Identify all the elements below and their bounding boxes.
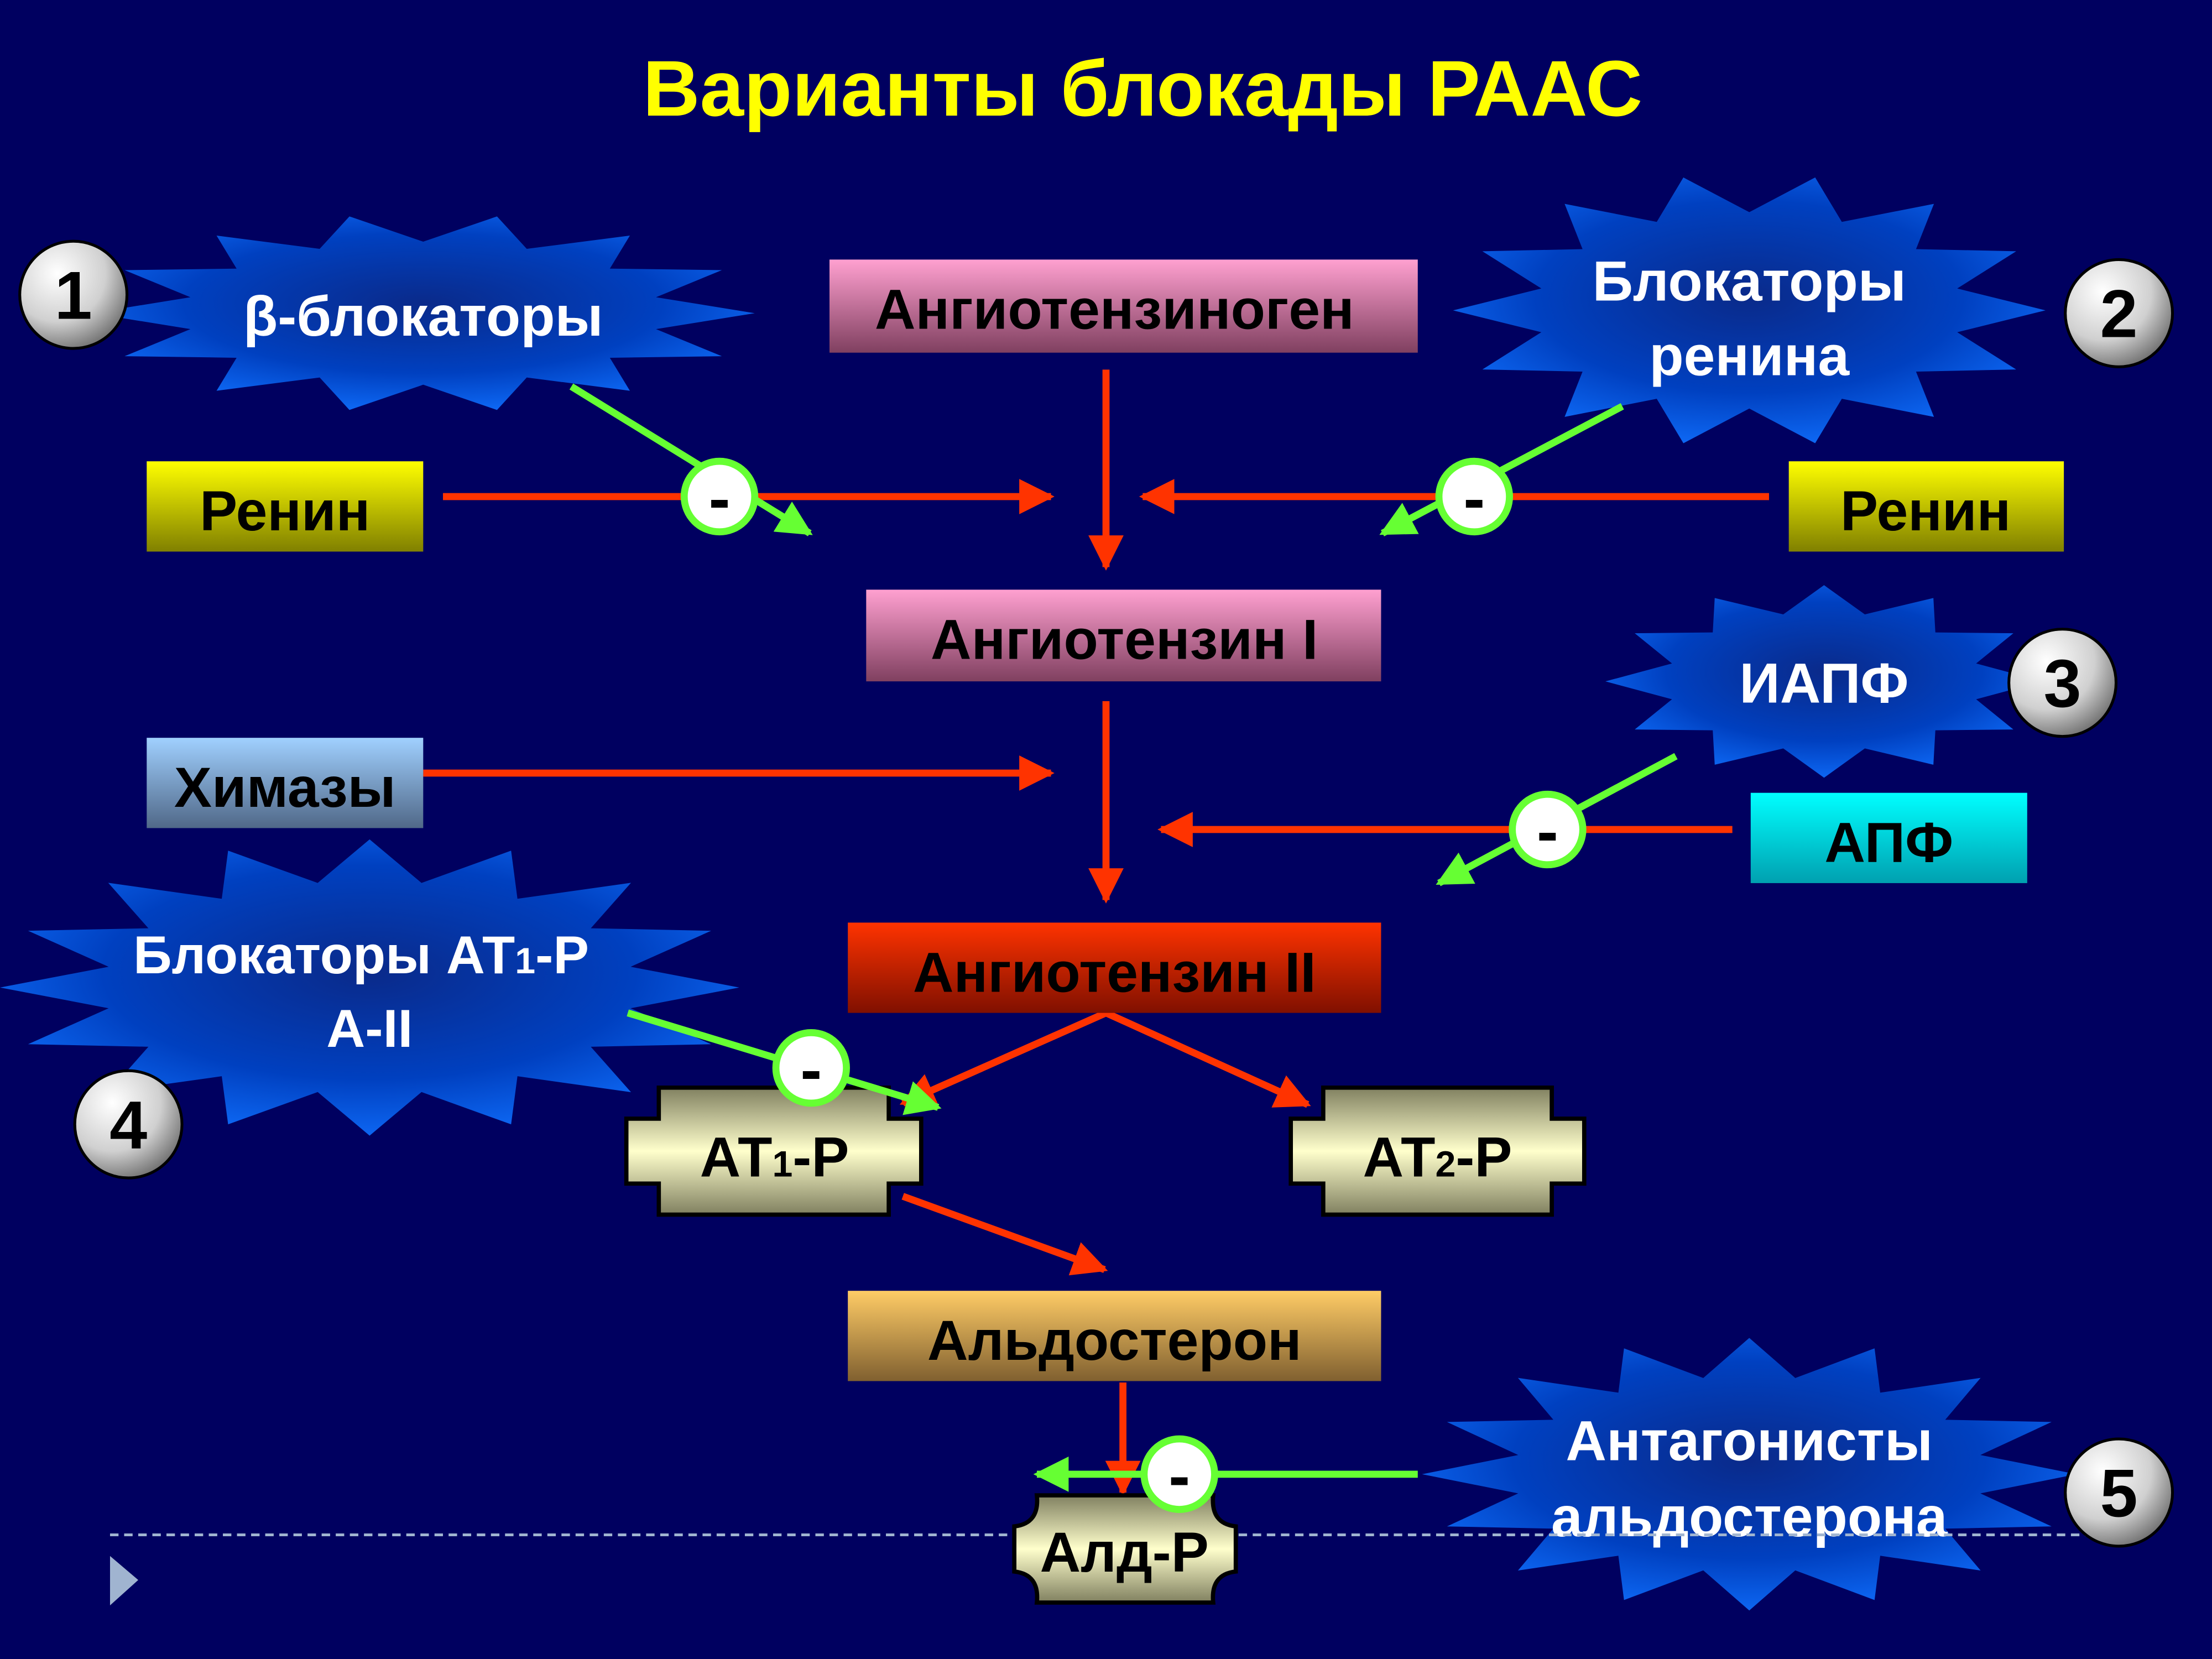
- beta-blocker-inhibit-arrow: [569, 383, 813, 536]
- node-chymases: Химазы: [147, 738, 424, 828]
- minus-sign: -: [708, 462, 730, 534]
- blocker-starburst-4: Блокаторы АТ1-Р А-II: [0, 839, 739, 1136]
- node-label: АТ1-Р: [700, 1126, 849, 1189]
- blocker-label: Антагонисты: [1566, 1409, 1933, 1472]
- blocker-starburst-1: β-блокаторы: [91, 216, 755, 410]
- node-renin-right: Ренин: [1788, 461, 2064, 552]
- node-label: Ренин: [1840, 479, 2011, 542]
- minus-sign: -: [1168, 1439, 1190, 1512]
- inhibition-minus-icon: -: [1435, 457, 1513, 536]
- node-ace: АПФ: [1750, 792, 2027, 883]
- badge-number: 5: [2100, 1455, 2138, 1531]
- node-label: АТ2-Р: [1363, 1126, 1512, 1189]
- minus-sign: -: [1463, 462, 1485, 534]
- blocker-label: β-блокаторы: [243, 285, 603, 348]
- node-angiotensin-2: Ангиотензин II: [848, 922, 1381, 1013]
- blocker-label: А-II: [326, 998, 413, 1058]
- blocker-starburst-2: Блокаторы ренина: [1453, 177, 2046, 444]
- node-label: Алд-Р: [1040, 1521, 1209, 1584]
- node-label: Ангиотензин I: [931, 608, 1318, 671]
- minus-sign: -: [800, 1033, 822, 1105]
- page-title: Варианты блокады РААС: [643, 45, 1642, 133]
- node-at2-receptor: АТ2-Р: [1288, 1086, 1587, 1217]
- node-ald-receptor: Алд-Р: [1012, 1493, 1238, 1605]
- node-at1-receptor: АТ1-Р: [624, 1086, 924, 1217]
- blocker-label: альдостерона: [1551, 1485, 1948, 1548]
- blocker-label: ренина: [1649, 325, 1850, 388]
- renin-blocker-inhibit-arrow: [1379, 403, 1624, 536]
- node-aldosterone: Альдостерон: [848, 1291, 1381, 1381]
- badge-number: 4: [109, 1087, 147, 1163]
- node-label: Ангиотензин II: [913, 941, 1316, 1004]
- at2-arrow: [1104, 1009, 1311, 1108]
- minus-sign: -: [1537, 795, 1558, 867]
- node-label: Химазы: [174, 756, 396, 819]
- blocker-starburst-3: ИАПФ: [1605, 585, 2043, 778]
- node-angiotensin-1: Ангиотензин I: [866, 589, 1381, 682]
- blocker-label: Блокаторы АТ1-Р: [133, 925, 589, 985]
- blocker-label: ИАПФ: [1739, 651, 1908, 714]
- starburst-shape: [91, 216, 755, 410]
- node-label: Альдостерон: [927, 1309, 1302, 1372]
- inhibition-minus-icon: -: [680, 457, 759, 536]
- starburst-shape: [1605, 585, 2043, 778]
- blocker-number-badge-1: 1: [18, 239, 129, 350]
- blocker-number-badge-5: 5: [2064, 1437, 2174, 1548]
- starburst-shape: [0, 839, 739, 1136]
- badge-number: 2: [2100, 276, 2138, 352]
- node-label: Ангиотензиноген: [875, 278, 1354, 341]
- badge-number: 1: [55, 258, 92, 333]
- starburst-shape: [1453, 177, 2046, 444]
- blocker-label: Блокаторы: [1593, 249, 1906, 312]
- inhibition-minus-icon: -: [1509, 790, 1587, 869]
- inhibition-minus-icon: -: [1140, 1435, 1218, 1513]
- at1-arrow: [899, 1009, 1108, 1107]
- inhibition-minus-icon: -: [772, 1029, 850, 1107]
- play-triangle-icon[interactable]: [109, 1556, 138, 1606]
- starburst-shape: [1422, 1338, 2077, 1611]
- node-label: Ренин: [200, 479, 370, 542]
- blocker-number-badge-3: 3: [2007, 628, 2118, 738]
- badge-number: 3: [2044, 645, 2081, 721]
- blocker-number-badge-2: 2: [2064, 258, 2174, 368]
- at1-to-aldosterone-arrow: [901, 1193, 1108, 1276]
- node-label: АПФ: [1824, 811, 1953, 874]
- blocker-starburst-5: Антагонисты альдостерона: [1422, 1338, 2077, 1611]
- blocker-number-badge-4: 4: [73, 1069, 184, 1180]
- node-renin-left: Ренин: [147, 461, 424, 552]
- node-angiotensinogen: Ангиотензиноген: [830, 259, 1418, 353]
